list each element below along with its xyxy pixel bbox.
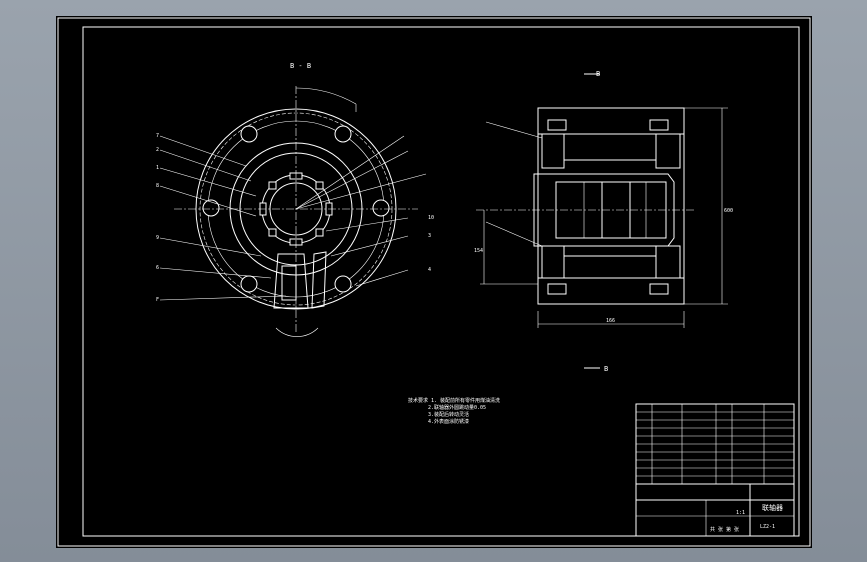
technical-notes: 技术要求 1. 装配前所有零件用煤油清洗 2.联轴器外圆跳动量0.05 3.装配… — [408, 397, 500, 425]
svg-text:4.外表面涂防锈漆: 4.外表面涂防锈漆 — [428, 418, 469, 425]
svg-text:1: 1 — [156, 165, 159, 171]
dim-width: 166 — [606, 318, 615, 324]
title-code: LZ2-1 — [760, 524, 775, 530]
title-name: 联轴器 — [762, 503, 783, 512]
drawing-sheet: B - B — [56, 16, 812, 548]
svg-text:6: 6 — [156, 265, 159, 271]
svg-text:3: 3 — [428, 233, 431, 239]
svg-text:9: 9 — [156, 235, 159, 241]
svg-text:8: 8 — [156, 183, 159, 189]
svg-text:10: 10 — [428, 215, 434, 221]
inner-border — [82, 26, 800, 537]
title-scale: 1:1 — [736, 510, 745, 516]
svg-text:F: F — [156, 297, 159, 303]
cad-drawing: B - B — [57, 17, 811, 547]
dim-bore: 154 — [474, 248, 483, 254]
section-label: B - B — [290, 62, 311, 70]
title-sheet: 共 张 第 张 — [710, 526, 739, 533]
svg-text:2: 2 — [156, 147, 159, 153]
dim-overall: 600 — [724, 208, 733, 214]
svg-text:技术要求 1. 装配前所有零件用煤油清洗: 技术要求 1. 装配前所有零件用煤油清洗 — [408, 397, 500, 404]
section-view: B - B — [156, 62, 434, 337]
elevation-view: B B — [474, 70, 733, 373]
svg-text:2.联轴器外圆跳动量0.05: 2.联轴器外圆跳动量0.05 — [428, 404, 486, 411]
svg-text:B: B — [604, 365, 608, 373]
svg-text:7: 7 — [156, 133, 159, 139]
svg-text:4: 4 — [428, 267, 431, 273]
svg-text:3.装配后转动灵活: 3.装配后转动灵活 — [428, 411, 469, 418]
title-block: 联轴器 LZ2-1 1:1 共 张 第 张 — [635, 403, 795, 537]
outer-border — [57, 17, 811, 547]
